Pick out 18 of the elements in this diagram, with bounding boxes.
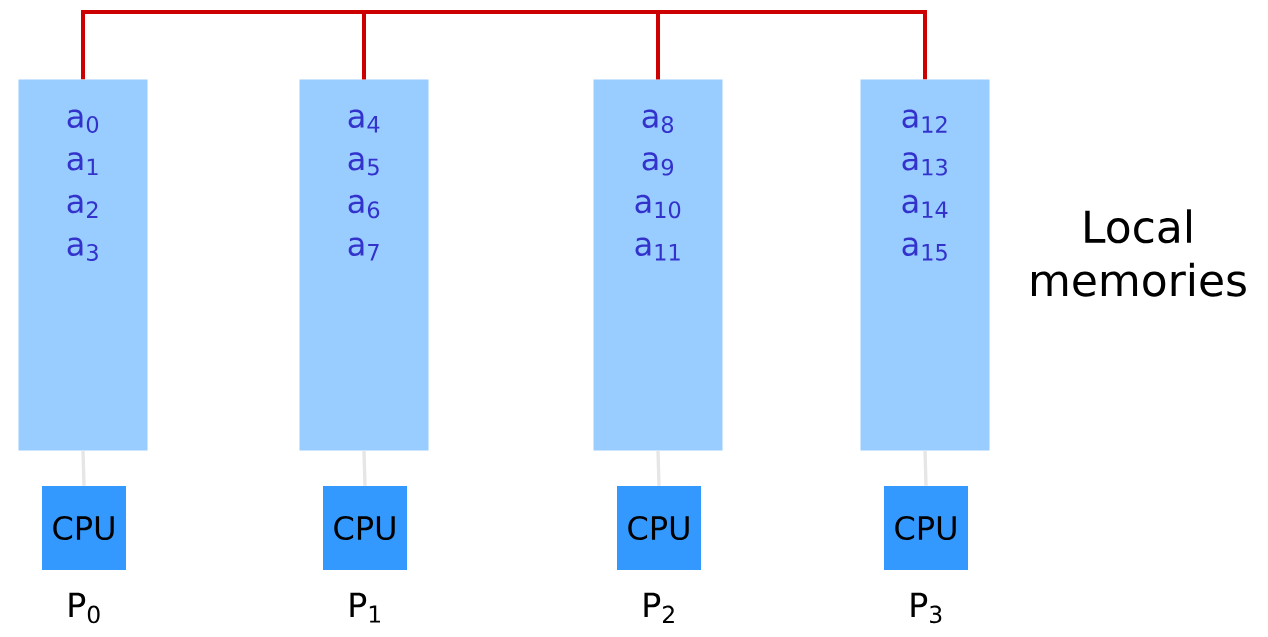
connector-line — [656, 450, 661, 486]
connector-line — [81, 450, 86, 486]
memory-box: a$_{12}$ a$_{13}$ a$_{14}$ a$_{15}$ — [860, 79, 990, 451]
memory-box: a$_{8}$ a$_{9}$ a$_{10}$ a$_{11}$ — [593, 79, 723, 451]
memory-label: Local memories — [1032, 209, 1246, 297]
memory-box: a$_{0}$ a$_{1}$ a$_{2}$ a$_{3}$ — [18, 79, 148, 451]
cpu-box: CPU — [42, 486, 126, 570]
cpu-box: CPU — [884, 486, 968, 570]
cpu-box: CPU — [617, 486, 701, 570]
processor-label: P$_{1}$ — [350, 592, 380, 623]
memory-box: a$_{4}$ a$_{5}$ a$_{6}$ a$_{7}$ — [299, 79, 429, 451]
connector-line — [362, 450, 367, 486]
processor-label: P$_{2}$ — [644, 592, 674, 623]
connector-line — [923, 450, 928, 486]
processor-label: P$_{0}$ — [69, 592, 100, 624]
cpu-box: CPU — [323, 486, 407, 570]
connector-line — [656, 10, 927, 80]
processor-label: P$_{3}$ — [911, 592, 942, 624]
